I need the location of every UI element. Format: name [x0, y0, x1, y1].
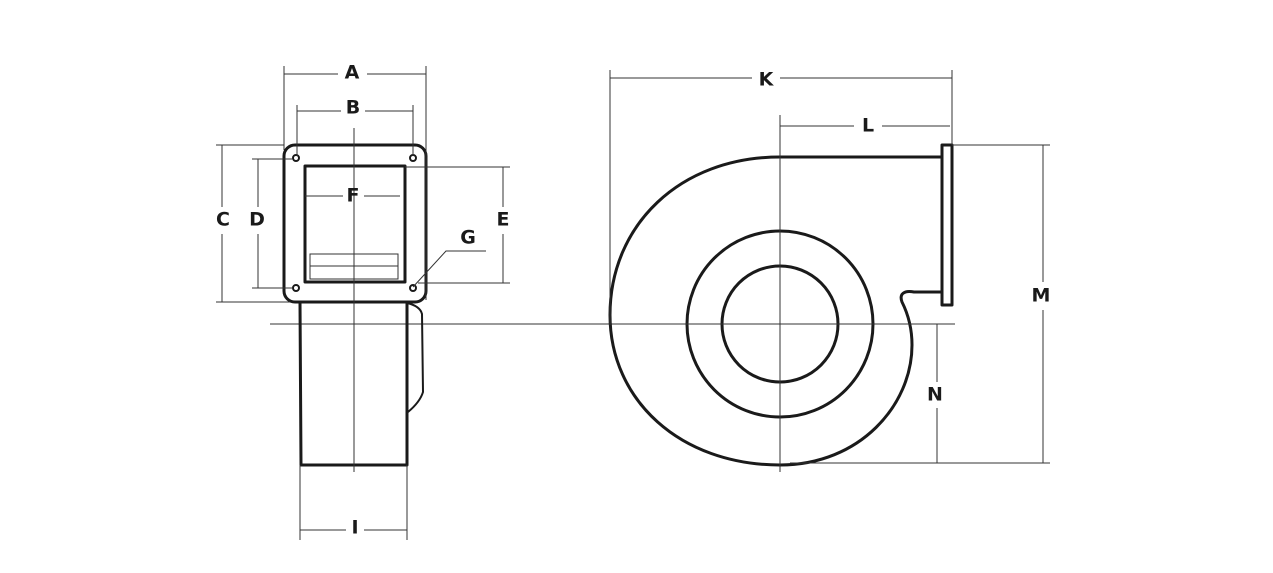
label-i: I [351, 517, 358, 539]
front-view: K L M N [608, 69, 1051, 472]
dimension-m: M [790, 144, 1051, 464]
dimension-k: K [609, 69, 953, 325]
label-m: M [1032, 285, 1051, 307]
bolt-hole-bottom-right [409, 284, 417, 292]
bolt-hole-top-left [292, 154, 300, 162]
dimension-i: I [299, 465, 408, 540]
dimension-f: F [305, 185, 400, 207]
dimension-g: G [412, 227, 486, 288]
scroll-housing [608, 155, 944, 467]
dimension-n: N [927, 324, 943, 463]
label-l: L [862, 115, 874, 137]
label-f: F [347, 185, 360, 207]
label-n: N [927, 384, 943, 406]
dimension-d: D [249, 158, 292, 289]
label-a: A [345, 62, 360, 84]
label-e: E [497, 209, 510, 231]
dimension-c: C [216, 144, 290, 303]
label-d: D [249, 209, 265, 231]
dimension-e: E [405, 166, 510, 284]
label-b: B [346, 97, 360, 119]
dimension-b: B [296, 97, 414, 156]
label-c: C [216, 209, 230, 231]
bolt-hole-bottom-left [292, 284, 300, 292]
outlet-flange [940, 143, 954, 307]
dimension-a: A [283, 62, 427, 300]
dimension-l: L [780, 115, 950, 137]
housing-bulge [406, 302, 425, 413]
label-g: G [460, 227, 476, 249]
label-k: K [759, 69, 775, 91]
inlet-opening [303, 164, 407, 284]
side-view: A B F C D [216, 62, 510, 540]
